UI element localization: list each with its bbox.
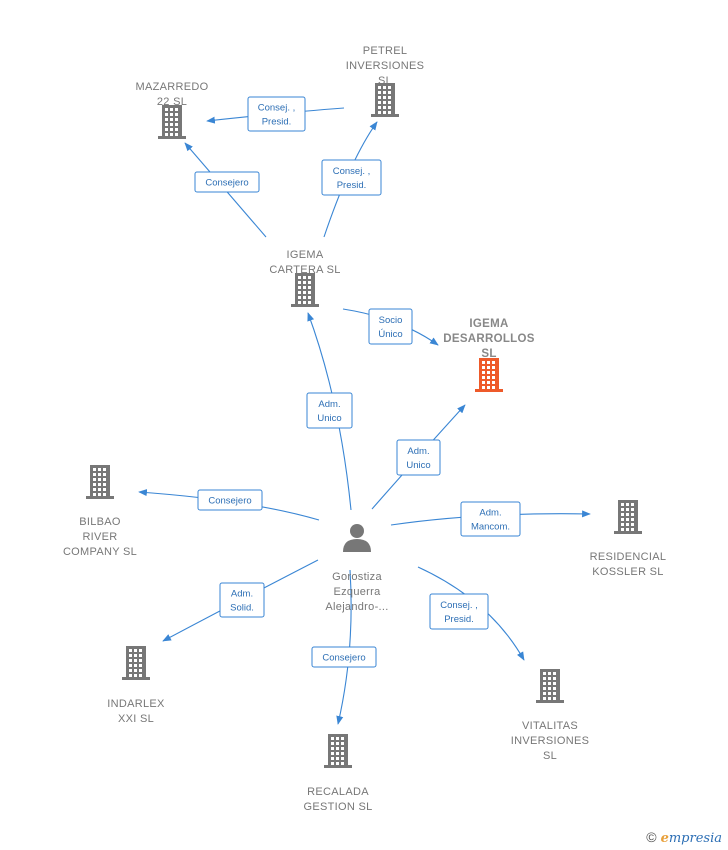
building-icon[interactable]	[614, 500, 642, 534]
node-label: PETREL	[363, 45, 408, 57]
edge-label-e10[interactable]: Consejero	[311, 646, 377, 668]
node-label: SL	[543, 750, 557, 762]
edge-label-text: Presid.	[262, 117, 292, 128]
edge-label-text: Consej. ,	[333, 166, 371, 177]
edge-label-box	[368, 308, 413, 345]
edge-label-text: Unico	[406, 460, 430, 471]
edge-label-box	[429, 593, 489, 630]
building-icon[interactable]	[475, 358, 503, 392]
edge-label-box	[247, 96, 306, 132]
building-icon[interactable]	[291, 273, 319, 307]
building-icon[interactable]	[122, 646, 150, 680]
edge-label-text: Consejero	[322, 653, 365, 664]
edge-label-box	[306, 392, 353, 429]
node-person[interactable]: GorostizaEzquerraAlejandro-...	[325, 524, 388, 613]
edge-label-e8[interactable]: Adm. Mancom.	[460, 501, 521, 537]
edge-label-e6[interactable]: Adm. Unico	[396, 439, 441, 476]
building-icon[interactable]	[536, 669, 564, 703]
node-residencial[interactable]: RESIDENCIAL KOSSLER SL	[590, 500, 667, 578]
edge-label-text: Solid.	[230, 603, 254, 614]
node-label: IGEMA	[469, 318, 508, 330]
edge-label-e2[interactable]: Consej. , Presid.	[321, 159, 382, 196]
edge-label-text: Adm.	[479, 508, 501, 519]
building-icon[interactable]	[86, 465, 114, 499]
edge-label-text: Consej. ,	[258, 103, 296, 114]
edge-label-text: Consejero	[205, 178, 248, 189]
node-label: RIVER	[82, 531, 117, 543]
edge-label-text: Consej. ,	[440, 600, 478, 611]
edge-label-text: Consejero	[208, 496, 251, 507]
edge-label-box	[219, 582, 265, 618]
node-mazarredo[interactable]: MAZARREDO 22 SL	[136, 81, 209, 139]
edge-label-box	[321, 159, 382, 196]
node-label: XXI SL	[118, 713, 154, 725]
node-label: DESARROLLOS	[443, 333, 534, 345]
person-icon[interactable]	[343, 524, 371, 552]
edge-label-e11[interactable]: Consej. , Presid.	[429, 593, 489, 630]
node-label: COMPANY SL	[63, 546, 137, 558]
building-icon[interactable]	[371, 83, 399, 117]
edge-label-e3[interactable]: Consejero	[194, 171, 260, 193]
node-label: SL	[378, 75, 392, 87]
edge-label-e7[interactable]: Consejero	[197, 489, 263, 511]
node-label: BILBAO	[79, 516, 121, 528]
edge-label-text: Único	[378, 329, 402, 340]
node-label: 22 SL	[157, 96, 187, 108]
edge-label-e9[interactable]: Adm. Solid.	[219, 582, 265, 618]
node-label: MAZARREDO	[136, 81, 209, 93]
node-recalada[interactable]: RECALADA GESTION SL	[303, 734, 372, 813]
node-label: RECALADA	[307, 786, 369, 798]
edge-label-text: Adm.	[407, 446, 429, 457]
node-label: IGEMA	[287, 249, 324, 261]
node-label: VITALITAS	[522, 720, 578, 732]
node-bilbao[interactable]: BILBAO RIVER COMPANY SL	[63, 465, 137, 558]
node-label: SL	[481, 348, 496, 360]
node-igema-cartera[interactable]: IGEMA CARTERA SL	[269, 249, 340, 307]
node-petrel[interactable]: PETREL INVERSIONES SL	[346, 45, 425, 117]
edge-label-box	[194, 171, 260, 193]
edge-label-text: Adm.	[231, 589, 253, 600]
node-label: CARTERA SL	[269, 264, 340, 276]
node-label: Alejandro-...	[325, 601, 388, 613]
edge-label-text: Adm.	[318, 399, 340, 410]
node-label: INVERSIONES	[346, 60, 425, 72]
building-icon[interactable]	[324, 734, 352, 768]
node-indarlex[interactable]: INDARLEX XXI SL	[107, 646, 165, 725]
building-icon[interactable]	[158, 105, 186, 139]
node-label: KOSSLER SL	[592, 566, 663, 578]
node-igema-desarrollos[interactable]: IGEMA DESARROLLOS SL	[443, 318, 534, 392]
edge-label-text: Unico	[317, 413, 341, 424]
node-label: RESIDENCIAL	[590, 551, 667, 563]
edge-label-box	[396, 439, 441, 476]
edge-label-text: Presid.	[444, 614, 474, 625]
edge-label-e1[interactable]: Consej. , Presid.	[247, 96, 306, 132]
node-label: Gorostiza	[332, 571, 382, 583]
edge-label-text: Mancom.	[471, 522, 510, 533]
node-label: INVERSIONES	[511, 735, 590, 747]
node-vitalitas[interactable]: VITALITAS INVERSIONES SL	[511, 669, 590, 762]
edge-label-e5[interactable]: Adm. Unico	[306, 392, 353, 429]
edge-label-box	[311, 646, 377, 668]
node-label: INDARLEX	[107, 698, 165, 710]
brand-logo[interactable]: empresia	[660, 831, 722, 846]
footer-credit: ©empresia	[646, 829, 722, 846]
node-label: Ezquerra	[333, 586, 381, 598]
edge-label-box	[197, 489, 263, 511]
node-label: GESTION SL	[303, 801, 372, 813]
edge-label-text: Socio	[379, 315, 403, 326]
edge-label-box	[460, 501, 521, 537]
edge-label-text: Presid.	[337, 180, 367, 191]
copyright-symbol: ©	[646, 829, 657, 845]
